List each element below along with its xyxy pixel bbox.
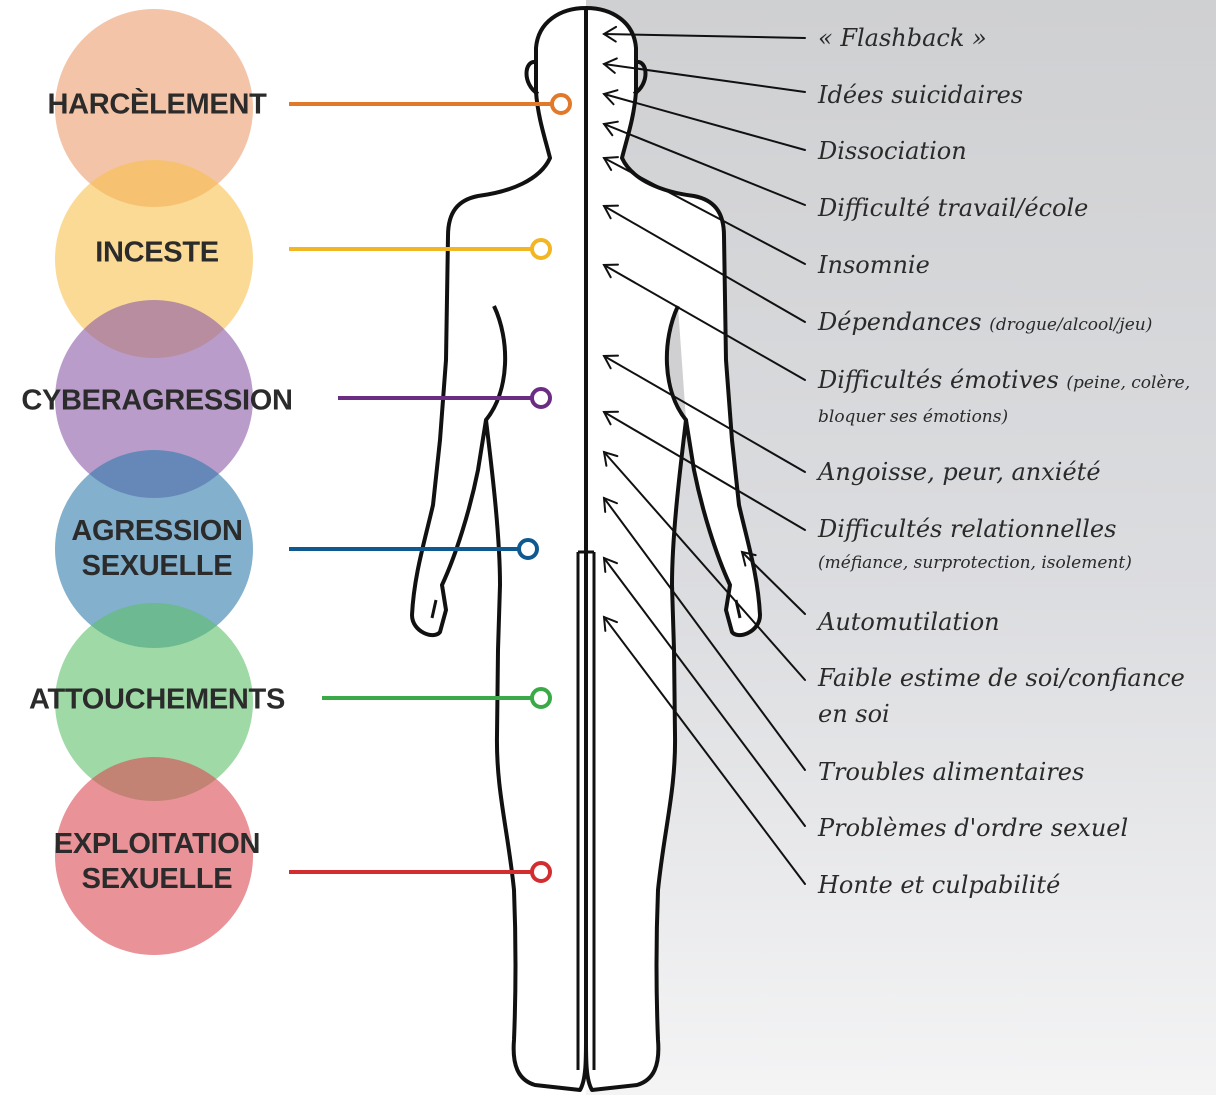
label-harcelement: HARCÈLEMENT bbox=[47, 88, 266, 123]
connector-attouchements bbox=[322, 689, 550, 707]
effect-angoisse: Angoisse, peur, anxiété bbox=[818, 458, 1101, 486]
effect-automutilation: Automutilation bbox=[818, 608, 1000, 636]
effect-dependances-note: (drogue/alcool/jeu) bbox=[989, 315, 1152, 335]
effect-estime-title: Faible estime de soi/confiance bbox=[818, 664, 1185, 692]
effect-relationnelles-sub: (méfiance, surprotection, isolement) bbox=[818, 549, 1132, 577]
effect-faible-estime: Faible estime de soi/confiance en soi bbox=[818, 664, 1185, 728]
effect-flashback: « Flashback » bbox=[818, 24, 987, 52]
effect-problemes-sexuels: Problèmes d'ordre sexuel bbox=[818, 814, 1128, 842]
effect-emotives-sub: bloquer ses émotions) bbox=[818, 403, 1190, 431]
effect-dissociation: Dissociation bbox=[818, 137, 967, 165]
effect-difficultes-relationnelles: Difficultés relationnelles (méfiance, sur… bbox=[818, 515, 1132, 577]
effect-emotives-note: (peine, colère, bbox=[1066, 373, 1190, 393]
connector-harcelement bbox=[289, 95, 570, 113]
effect-troubles-alimentaires: Troubles alimentaires bbox=[818, 758, 1084, 786]
effect-insomnie: Insomnie bbox=[818, 251, 930, 279]
label-agression-sexuelle: AGRESSION SEXUELLE bbox=[71, 514, 242, 584]
effect-difficultes-emotives: Difficultés émotives (peine, colère, bloq… bbox=[818, 366, 1190, 431]
effect-emotives-title: Difficultés émotives bbox=[818, 366, 1059, 394]
connector-inceste bbox=[289, 240, 550, 258]
arrow-line-3 bbox=[604, 94, 805, 150]
effect-difficulte-travail: Difficulté travail/école bbox=[818, 194, 1088, 222]
effect-idees-suicidaires: Idées suicidaires bbox=[818, 81, 1023, 109]
effect-honte-culpabilite: Honte et culpabilité bbox=[818, 871, 1060, 899]
label-attouchements: ATTOUCHEMENTS bbox=[29, 683, 285, 718]
label-cyberagression: CYBERAGRESSION bbox=[21, 384, 292, 419]
effect-dependances: Dépendances (drogue/alcool/jeu) bbox=[818, 308, 1152, 339]
label-inceste: INCESTE bbox=[95, 236, 219, 271]
effect-estime-sub: en soi bbox=[818, 700, 1185, 728]
effect-dependances-title: Dépendances bbox=[818, 308, 982, 336]
effect-relationnelles-title: Difficultés relationnelles bbox=[818, 515, 1116, 543]
label-exploitation-sexuelle: EXPLOITATION SEXUELLE bbox=[54, 827, 260, 897]
